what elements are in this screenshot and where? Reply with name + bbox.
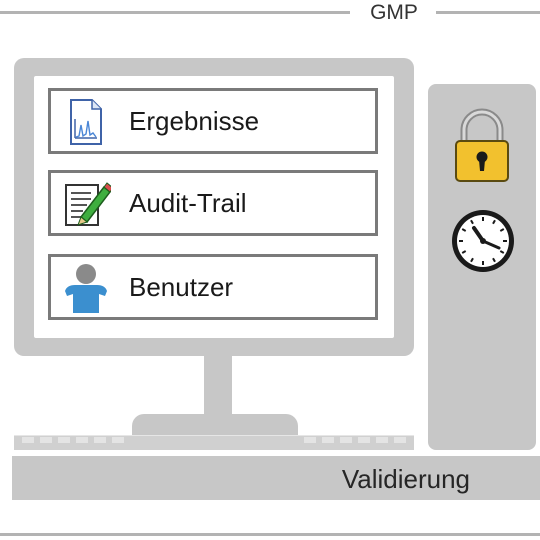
gmp-label: GMP (370, 1, 418, 24)
keyboard-key (322, 437, 334, 443)
validation-bar: Validierung (12, 456, 540, 500)
clock-icon (452, 210, 514, 272)
keyboard-key (304, 437, 316, 443)
monitor-neck (204, 356, 232, 418)
keyboard-key (340, 437, 352, 443)
header-rule-right (436, 11, 540, 14)
keyboard-key (358, 437, 370, 443)
keyboard-key (376, 437, 388, 443)
menu-item-label: Audit-Trail (129, 188, 247, 218)
audit-trail-icon (65, 182, 111, 226)
menu-item-audit-trail[interactable]: Audit-Trail (48, 170, 378, 236)
keyboard-key (394, 437, 406, 443)
menu-item-label: Ergebnisse (129, 106, 260, 136)
validation-label: Validierung (341, 464, 470, 494)
keyboard-key (112, 437, 124, 443)
keyboard-key (22, 437, 34, 443)
footer-rule (0, 533, 540, 536)
menu-item-ergebnisse[interactable]: Ergebnisse (48, 88, 378, 154)
keyboard (14, 435, 414, 450)
header-rule-left (0, 11, 350, 14)
menu-item-label: Benutzer (129, 272, 234, 302)
result-document-icon (70, 99, 102, 145)
keyboard-key (76, 437, 88, 443)
keyboard-key (94, 437, 106, 443)
padlock-icon (455, 108, 509, 182)
user-icon (65, 264, 107, 313)
keyboard-key (40, 437, 52, 443)
keyboard-key (58, 437, 70, 443)
menu-item-benutzer[interactable]: Benutzer (48, 254, 378, 320)
